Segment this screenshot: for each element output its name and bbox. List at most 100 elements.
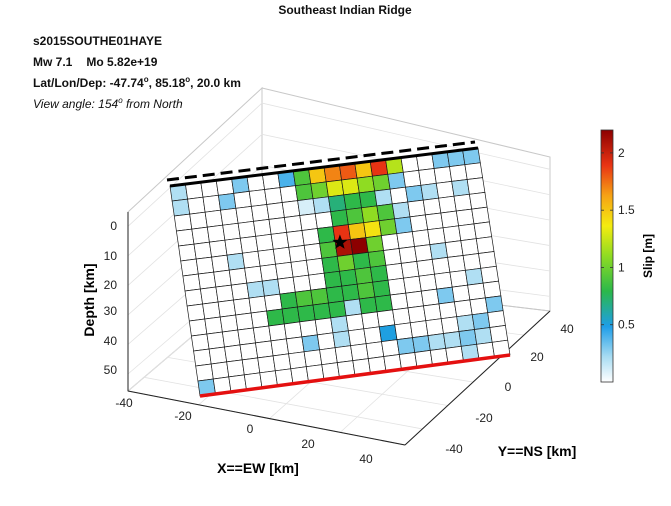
slip-cell [339,268,358,287]
slip-cell [416,259,435,277]
axis-line-x [127,390,406,446]
slip-cell [418,273,438,292]
slip-cell [246,280,265,299]
slip-cell [330,315,349,334]
colorbar-ticks: 0.511.52 [601,146,635,332]
slip-cell [467,282,486,301]
slip-cell [317,332,336,351]
slip-cell [312,302,332,321]
slip-cell [237,327,256,346]
slip-cell [356,175,376,194]
slip-cell [451,284,471,303]
slip-cell [286,336,305,355]
slip-cell [288,351,307,370]
y-tick-label: -40 [445,442,463,456]
slip-cell [445,240,464,258]
slip-cell [376,203,396,222]
slip-cell [358,190,378,209]
slip-cell [473,221,493,240]
slip-cell [396,337,416,355]
magnitude-mw: Mw 7.1 [33,55,73,69]
slip-cell [405,184,424,203]
slip-cell [180,258,199,277]
slip-cell [259,263,279,282]
x-tick-label: -40 [115,396,133,410]
slip-cell [268,217,287,235]
slip-cell [270,232,290,250]
slip-cell [427,333,447,351]
slip-cell [464,162,484,180]
slip-cell [471,312,491,330]
slip-cell [403,275,422,294]
slip-cell [294,289,314,308]
slip-cell [414,244,433,262]
gridline [144,376,423,430]
slip-cell [319,347,338,366]
slip-cell [371,173,391,192]
slip-cell [359,296,378,315]
slip-cell [352,252,371,270]
location-line: Lat/Lon/Dep: -47.74o, 85.18o, 20.0 km [33,76,241,91]
slip-cell [396,231,415,249]
slip-cell [217,299,237,318]
slip-cell [277,276,296,295]
z-tick-label: 20 [104,278,118,292]
slip-cell [255,340,274,359]
slip-cell [440,210,460,229]
slip-cell [250,310,270,329]
slip-cell [385,263,404,281]
slip-cell [402,170,422,188]
slip-cell [230,282,250,301]
slip-cell [193,348,212,367]
z-tick-label: 50 [104,363,118,377]
slip-cell [431,257,451,275]
slip-cell [242,250,261,269]
colorbar-tick-label: 2 [618,146,625,160]
slip-cell [447,255,466,273]
slip-cell [251,204,270,222]
slip-cell [209,239,228,258]
slip-cell [465,267,484,286]
fault-top-dashed-edge [166,140,476,182]
slip-cell [233,191,252,209]
view-angle-value: View angle: 154 [33,97,119,111]
slip-cell [370,264,389,283]
slip-cell [347,222,367,240]
fault-bottom-edge [199,353,511,398]
slip-cell [272,246,292,265]
slip-cell [310,287,329,306]
slip-cell [420,182,440,201]
slip-cell [186,303,206,322]
slip-cell [427,227,446,245]
slip-cell [407,305,427,324]
slip-cell [325,285,345,304]
slip-cell [489,325,509,343]
colorbar-label: Slip [m] [641,234,655,278]
slip-cell [341,283,360,302]
slip-cell [279,291,298,310]
slip-cell [330,209,349,227]
slip-cell [204,209,224,228]
slip-cell [197,271,217,290]
y-tick-label: 20 [530,350,544,364]
view-angle-suffix: from North [122,97,183,111]
slip-cell [188,318,208,337]
slip-cell [433,166,453,184]
slip-cell [429,242,448,260]
slip-cell [239,235,259,254]
slip-cell [281,306,301,325]
slip-cell [456,314,475,332]
x-tick-label: -20 [174,409,192,423]
z-axis-label: Depth [km] [81,263,97,336]
slip-cell [182,273,201,292]
slip-cell [354,266,373,285]
slip-cell [248,295,267,314]
slip-cell [356,281,376,300]
slip-cell [374,294,394,313]
slip-cell [270,338,289,357]
slip-cell [400,261,420,279]
slip-cell [281,200,301,218]
slip-cell [239,342,259,361]
y-tick-label: 40 [560,322,574,336]
